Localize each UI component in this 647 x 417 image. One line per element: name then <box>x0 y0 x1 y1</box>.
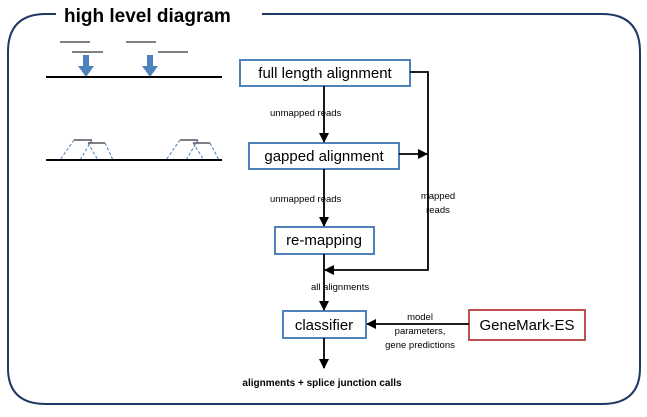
full-length-reads-illustration <box>46 41 222 78</box>
edge-label-reads: reads <box>426 205 450 216</box>
node-re-mapping-label: re-mapping <box>286 232 362 249</box>
edge-label-unmapped-reads-1: unmapped reads <box>270 108 342 119</box>
edge-label-mapped: mapped <box>421 191 455 202</box>
gapped-reads-illustration <box>46 139 222 161</box>
outer-frame <box>7 13 641 405</box>
node-re-mapping <box>274 226 375 255</box>
edge-label-gene-predictions: gene predictions <box>385 340 455 351</box>
down-arrow-icon <box>142 66 158 77</box>
edge-label-all-alignments: all alignments <box>311 282 369 293</box>
down-arrow-icon <box>147 55 153 67</box>
node-gapped-alignment <box>248 142 400 170</box>
node-genemark-es-label: GeneMark-ES <box>479 317 574 334</box>
down-arrow-icon <box>78 66 94 77</box>
edge-label-unmapped-reads-2: unmapped reads <box>270 194 342 205</box>
diagram-title: high level diagram <box>64 6 231 27</box>
edge-label-parameters: parameters, <box>395 326 446 337</box>
output-label: alignments + splice junction calls <box>242 378 402 389</box>
node-classifier <box>282 310 367 339</box>
node-full-length-alignment <box>239 59 411 87</box>
node-genemark-es <box>468 309 586 341</box>
node-classifier-label: classifier <box>295 317 353 334</box>
down-arrow-icon <box>83 55 89 67</box>
node-full-length-alignment-label: full length alignment <box>258 65 392 82</box>
node-gapped-alignment-label: gapped alignment <box>264 148 384 165</box>
mapped-reads-path <box>324 71 429 275</box>
edge-label-model: model <box>407 312 433 323</box>
